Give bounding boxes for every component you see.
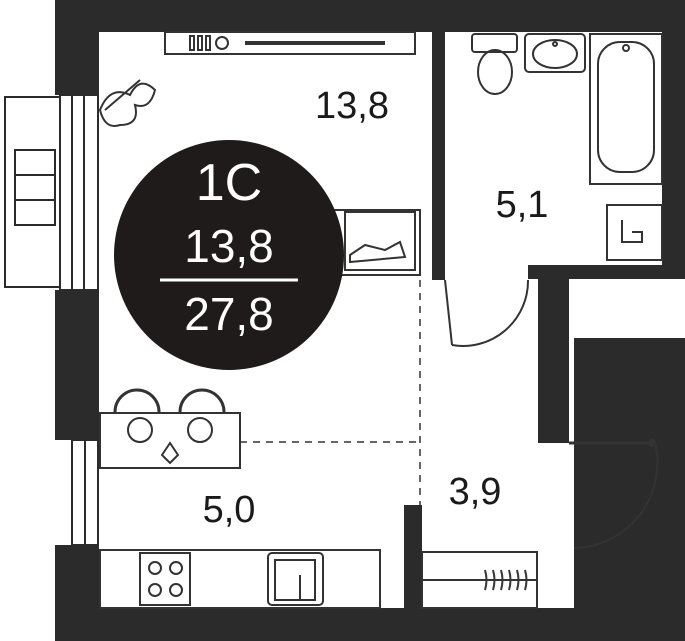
living-area: 13,8: [184, 220, 274, 272]
bathtub: [589, 33, 663, 185]
window-left-kitchen: [71, 439, 99, 546]
wall-left-mid: [55, 290, 99, 440]
wall-hall-right: [538, 265, 569, 443]
plant-icon: [98, 79, 157, 127]
door-entrance: [569, 439, 659, 549]
room-area-kitchen: 5,0: [203, 489, 256, 531]
apartment-type: 1С: [196, 154, 262, 212]
wall-left-upper: [55, 0, 99, 95]
wall-kitchen-hall: [404, 505, 422, 608]
toilet: [471, 33, 518, 95]
sink: [267, 552, 324, 606]
window-left-main: [4, 94, 99, 291]
walls: [55, 0, 685, 641]
wall-bath-left: [432, 32, 445, 280]
total-area: 27,8: [184, 288, 274, 340]
wardrobe: [421, 551, 538, 609]
dining-table: [99, 388, 241, 469]
tv-unit: [164, 31, 416, 55]
washbasin: [524, 33, 586, 73]
wall-top: [55, 0, 685, 32]
zone-dividers: [240, 280, 421, 505]
stove: [139, 552, 191, 606]
room-area-hallway: 3,9: [449, 471, 502, 513]
door-bathroom: [444, 279, 530, 347]
kitchen-counter: [99, 549, 381, 609]
badge-circle: [114, 140, 344, 370]
wall-right-upper: [662, 0, 685, 268]
wall-kitchen-bottom-left: [55, 608, 385, 641]
wall-right-lower: [574, 338, 685, 641]
apartment-badge: 1С 13,8 27,8: [114, 140, 344, 370]
room-area-bathroom: 5,1: [496, 184, 549, 226]
room-area-living: 13,8: [315, 85, 389, 127]
boiler: [606, 204, 663, 261]
